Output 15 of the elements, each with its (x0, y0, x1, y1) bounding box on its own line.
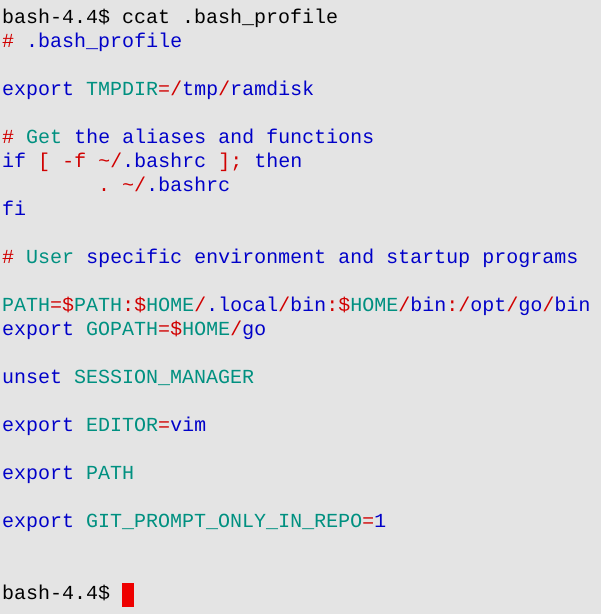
code-line: export GIT_PROMPT_ONLY_IN_REPO=1 (2, 511, 386, 535)
code-line: # Get the aliases and functions (2, 127, 374, 151)
code-line: export EDITOR=vim (2, 415, 206, 439)
code-line: fi (2, 199, 26, 223)
code-line: # .bash_profile (2, 31, 182, 55)
code-line: # User specific environment and startup programs (2, 247, 578, 271)
terminal-prompt-line: bash-4.4$ ccat .bash_profile (2, 7, 338, 31)
code-line: export GOPATH=$HOME/go (2, 319, 266, 343)
code-line: PATH=$PATH:$HOME/.local/bin:$HOME/bin:/opt/go/bin (2, 295, 590, 319)
code-line: if [ -f ~/.bashrc ]; then (2, 151, 302, 175)
code-line: export TMPDIR=/tmp/ramdisk (2, 79, 314, 103)
code-line: export PATH (2, 463, 134, 487)
code-line: . ~/.bashrc (98, 175, 230, 199)
code-line: unset SESSION_MANAGER (2, 367, 254, 391)
terminal-prompt-line: bash-4.4$ (2, 583, 110, 607)
